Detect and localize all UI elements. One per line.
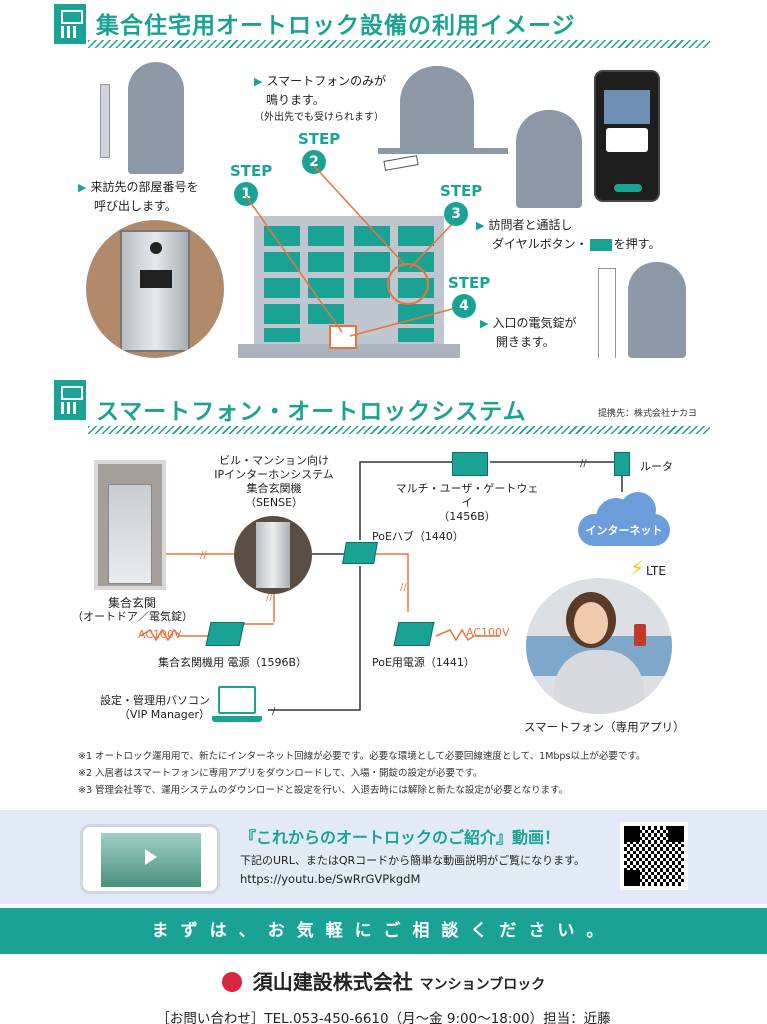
poe-hub-icon [342,542,378,564]
video-promo: 『これからのオートロックのご紹介』動画！ 下記のURL、またはQRコードから簡単… [0,810,767,904]
note-call: ▶来訪先の部屋番号を 呼び出します。 [78,180,199,213]
promo-url-link[interactable]: https://youtu.be/SwRrGVPkgdM [240,872,421,886]
step1-label: STEP [230,162,273,180]
gateway-label: マルチ・ユーザ・ゲートウェイ （1456B） [395,482,539,523]
lightning-icon: ⚡ [630,556,645,580]
caller-figure [516,110,582,208]
sense-label: ビル・マンション向け IPインターホンシステム 集合玄関機 （SENSE） [214,454,334,509]
step4-label: STEP [448,274,491,292]
footnotes: ※1 オートロック運用用で、新たにインターネット回線が必要です。必要な環境として… [78,751,646,796]
step4-number: 4 [452,294,476,318]
svg-text://: // [266,592,273,603]
section1-divider [88,40,710,48]
promo-desc: 下記のURL、またはQRコードから簡単な動画説明がご覧になります。 [240,854,586,867]
entrance-label: 集合玄関 （オートドア／電気錠） [72,596,193,623]
svg-text:/: / [272,706,276,717]
step-connector-lines [245,165,457,337]
note-lock: ▶入口の電気錠が 開きます。 [480,316,577,349]
router-icon [614,452,630,476]
sense-device-photo [234,516,312,594]
promo-title: 『これからのオートロックのご紹介』動画！ [240,828,561,847]
internet-cloud-icon: インターネット [578,492,670,548]
section2-title: スマートフォン・オートロックシステム [96,399,527,425]
qr-code[interactable] [620,822,688,890]
building-illustration [238,216,460,358]
entrance-power-label: 集合玄関機用 電源（1596B） [158,656,308,669]
arrow-right-icon: ▶ [78,181,87,194]
arrow-right-icon: ▶ [480,317,489,330]
svg-text://: // [200,550,207,561]
visitor-figure [128,62,184,174]
arrow-right-icon: ▶ [476,219,485,232]
intercom-icon [54,4,86,44]
step2-number: 2 [302,150,326,174]
door-frame [598,268,616,358]
video-thumbnail[interactable] [80,824,220,894]
wall-panel [100,84,110,158]
smartphone-user-photo [526,578,672,714]
step3-number: 3 [444,202,468,226]
note-talk: ▶訪問者と通話し ダイヤルボタン・を押す。 [476,218,661,251]
step1-number: 1 [234,182,258,206]
company-logo-icon [221,972,242,992]
entrance-door-photo [94,460,166,590]
section2-divider [88,426,710,434]
ac-right-label: AC100V [466,626,510,639]
gateway-device-icon [452,452,488,476]
company-block: 須山建設株式会社 マンションブロック ［お問い合わせ］TEL.053-450-6… [156,970,611,1024]
system-wiring: // // // / // [139,456,623,717]
step2-label: STEP [298,130,341,148]
play-icon [145,849,157,865]
section1-title: 集合住宅用オートロック設備の利用イメージ [96,13,576,39]
key-button-icon [589,238,612,251]
ac-left-label: AC100V [138,628,182,641]
resident-figure [400,66,474,154]
laptop-icon [212,686,262,730]
router-label: ルータ [640,460,673,473]
poe-hub-label: PoEハブ（1440） [372,530,464,543]
pc-label: 設定・管理用パソコン （VIP Manager） [100,694,210,721]
svg-text://: // [580,458,587,469]
entering-figure [628,262,686,358]
intercom-photo [86,220,224,358]
entrance-power-icon [205,622,245,646]
step3-label: STEP [440,182,483,200]
note-phone: ▶スマートフォンのみが 鳴ります。 （外出先でも受けられます） [254,74,387,123]
smartphone-label: スマートフォン（専用アプリ） [524,720,685,734]
desk [378,148,508,154]
credit-text: 提携先：株式会社ナカヨ [598,409,698,419]
lte-label: LTE [646,564,666,578]
svg-text://: // [400,582,407,593]
poe-power-label: PoE用電源（1441） [372,656,475,669]
intercom-icon [54,380,86,420]
consultation-banner: まずは、お気軽にご相談ください。 [0,908,767,954]
poe-power-icon [393,622,435,646]
smartphone-screen [594,70,660,202]
arrow-right-icon: ▶ [254,75,263,88]
